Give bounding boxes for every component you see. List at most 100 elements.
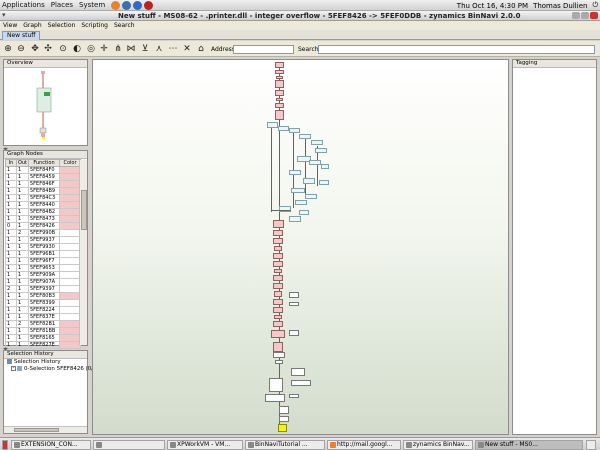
graph-node[interactable] [274,315,282,319]
graph-node[interactable] [299,210,309,215]
column-header-out[interactable]: Out [16,159,29,167]
cell-color[interactable] [59,166,81,174]
power-icon[interactable]: ⏻ [592,1,598,9]
column-header-in[interactable]: In [5,159,17,167]
graph-node[interactable] [315,148,327,153]
graph-node[interactable] [303,178,315,184]
graph-node[interactable] [291,368,305,376]
delete-icon[interactable]: ✕ [183,44,191,54]
magnify-icon[interactable]: ◐ [73,44,81,54]
taskbar-item-extension[interactable]: EXTENSION_CON... [11,440,91,450]
firefox-launcher-icon[interactable] [111,0,121,10]
taskbar-item-terminal[interactable] [93,440,165,450]
cell-color[interactable] [59,334,81,342]
graph-node[interactable] [276,76,283,79]
cell-color[interactable] [59,285,81,293]
show-desktop-icon[interactable] [2,440,8,450]
graph-node[interactable] [295,200,307,205]
menu-graph[interactable]: Graph [23,22,42,29]
graph-node[interactable] [273,342,283,352]
graph-node[interactable] [269,378,283,392]
graph-node[interactable] [289,170,301,175]
graph-node[interactable] [309,160,321,165]
email-launcher-icon[interactable] [122,0,132,10]
window-title-bar[interactable]: ▾ New stuff - MS08-62 - .printer.dll - i… [0,11,600,21]
search-input[interactable] [318,45,595,54]
graph-node[interactable] [297,156,311,162]
column-header-function[interactable]: Function [28,159,60,167]
graph-node[interactable] [289,302,299,306]
selection-history-item[interactable]: -0-Selection 5FEF8426 (0/ [4,366,93,373]
cell-color[interactable] [59,271,81,279]
taskbar-item-browser[interactable]: http://mail.googl... [327,440,401,450]
graph-nodes-scrollbar[interactable] [79,160,87,345]
orthogonal-layout-icon[interactable]: ⊻ [141,44,149,54]
cell-color[interactable] [59,215,81,223]
graph-node[interactable] [278,424,287,432]
graph-node[interactable] [275,62,284,68]
taskbar-item-binnavi[interactable]: zynamics BinNav... [403,440,473,450]
graph-node[interactable] [273,238,283,244]
cell-color[interactable] [59,236,81,244]
cell-color[interactable] [59,278,81,286]
cell-color[interactable] [59,257,81,265]
graph-node[interactable] [289,292,299,298]
graph-node[interactable] [276,98,283,101]
column-header-color[interactable]: Color [59,159,81,167]
graph-node-selected[interactable] [273,220,284,228]
cell-color[interactable] [59,229,81,237]
selection-history-root[interactable]: Selection History [4,359,87,366]
graph-node[interactable] [279,206,291,212]
cell-color[interactable] [59,208,81,216]
cell-color[interactable] [59,341,81,349]
cell-color[interactable] [59,173,81,181]
graph-node[interactable] [311,140,323,145]
menu-scripting[interactable]: Scripting [81,22,108,29]
applications-menu[interactable]: Applications [2,1,45,9]
graph-node[interactable] [291,380,311,386]
trash-icon[interactable] [586,440,596,450]
graph-node[interactable] [291,188,305,193]
close-button[interactable] [590,12,598,19]
move-icon[interactable]: ✛ [100,44,108,54]
graph-node[interactable] [274,269,282,273]
cell-color[interactable] [59,320,81,328]
graph-node[interactable] [267,122,278,128]
center-icon[interactable]: ◎ [87,44,95,54]
graph-node[interactable] [275,110,284,120]
graph-node[interactable] [274,246,282,251]
zoom-out-icon[interactable]: ⊖ [17,44,25,54]
graph-node[interactable] [273,352,285,358]
graph-node[interactable] [289,216,301,222]
menu-view[interactable]: View [3,22,18,29]
graph-node[interactable] [275,103,284,108]
graph-node[interactable] [265,394,285,402]
fit-icon[interactable]: ✥ [31,44,39,54]
graph-nodes-divider-arrows[interactable]: ◂▸ [3,346,9,352]
menu-search[interactable]: Search [114,22,135,29]
proximity-icon[interactable]: ⋯ [168,44,178,54]
cell-color[interactable] [59,222,81,230]
cell-color[interactable] [59,243,81,251]
